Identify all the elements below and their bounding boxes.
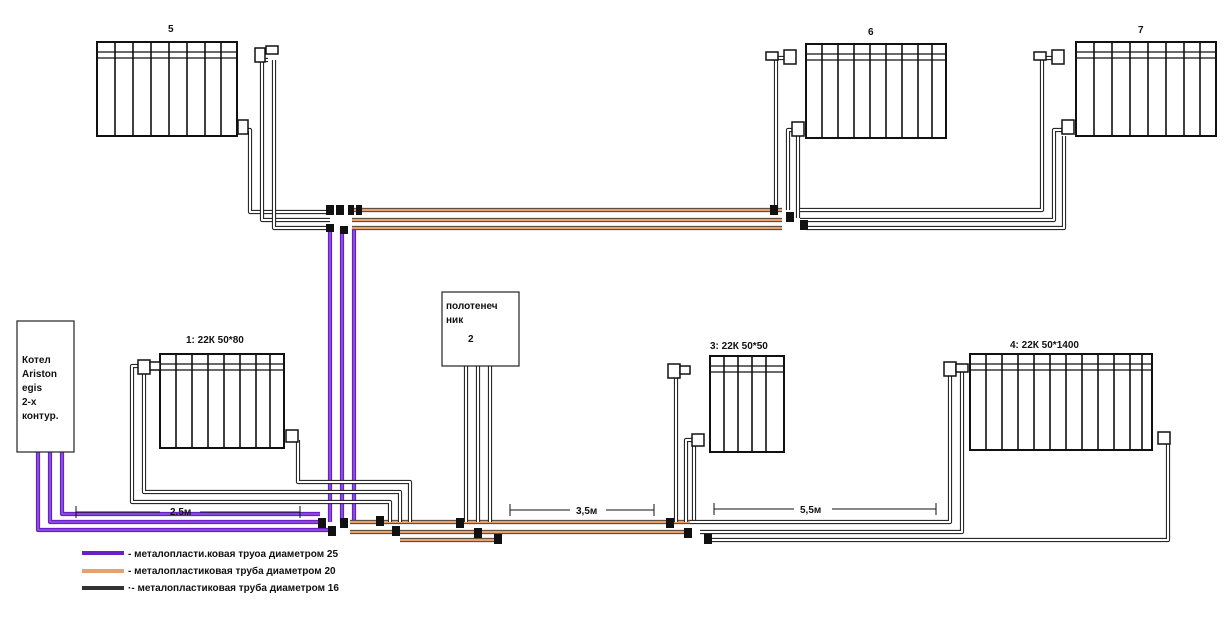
legend-item-25: - металопласти.ковая труоа диаметром 25 <box>82 549 338 560</box>
dimension-2-label: 3,5м <box>576 506 597 517</box>
radiator-3: 3: 22К 50*50 <box>667 341 785 453</box>
dimension-3-label: 5,5м <box>800 505 821 516</box>
legend-label-20: - металопластиковая труба диаметром 20 <box>128 565 336 577</box>
boiler-line-3: egis <box>22 383 42 394</box>
dimension-2: 3,5м <box>509 504 655 517</box>
radiator-3-label: 3: 22К 50*50 <box>710 341 768 352</box>
boiler-line-2: Ariston <box>22 369 57 380</box>
towel-warmer: полотенеч ник 2 <box>441 291 520 367</box>
boiler-line-5: контур. <box>22 411 59 422</box>
radiator-6: 6 <box>765 27 947 139</box>
dimension-1: 2.5м <box>75 506 301 518</box>
legend-label-25: - металопласти.ковая труоа диаметром 25 <box>128 549 338 560</box>
dimension-3: 5,5м <box>713 503 937 516</box>
legend-item-16: ·- металопластиковая труба диаметром 16 <box>82 582 339 594</box>
radiator-1-label: 1: 22К 50*80 <box>186 335 244 346</box>
legend-label-16: ·- металопластиковая труба диаметром 16 <box>128 582 339 594</box>
legend-item-20: - металопластиковая труба диаметром 20 <box>82 565 336 577</box>
radiator-7: 7 <box>1033 25 1217 137</box>
boiler: Котел Ariston egis 2-х контур. <box>16 320 75 453</box>
radiator-7-label: 7 <box>1138 25 1144 36</box>
towel-warmer-line-2: ник <box>446 315 464 326</box>
radiator-6-label: 6 <box>868 27 874 38</box>
radiator-4-label: 4: 22К 50*1400 <box>1010 340 1079 351</box>
towel-warmer-line-1: полотенеч <box>446 301 498 312</box>
radiator-4: 4: 22К 50*1400 <box>943 340 1171 451</box>
towel-warmer-number: 2 <box>468 334 474 345</box>
dimension-1-label: 2.5м <box>170 507 191 518</box>
boiler-line-1: Котел <box>22 355 51 366</box>
legend: - металопласти.ковая труоа диаметром 25 … <box>82 549 339 594</box>
radiator-5-label: 5 <box>168 24 174 35</box>
radiator-5: 5 <box>96 24 279 137</box>
radiator-1: 1: 22К 50*80 <box>137 335 299 449</box>
boiler-line-4: 2-х <box>22 397 37 408</box>
